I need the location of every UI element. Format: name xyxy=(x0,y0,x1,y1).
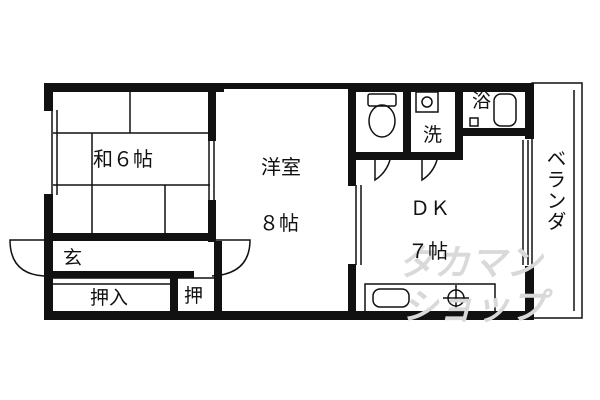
entrance-porch-left xyxy=(9,239,45,277)
stove-icon xyxy=(443,285,469,311)
door-swing-washroom xyxy=(421,159,438,182)
window-sashes xyxy=(51,110,529,265)
room-label-closet-large: 押入 xyxy=(90,287,129,309)
door-swing-toilet xyxy=(374,159,391,182)
room-label-bath: 浴 xyxy=(472,90,492,112)
room-label-youshitsu: 洋室 xyxy=(261,155,301,179)
room-label-dk: ＤＫ xyxy=(410,196,450,220)
room-label-washitsu: 和６帖 xyxy=(93,147,153,171)
room-size-dk: ７帖 xyxy=(408,239,448,263)
walls xyxy=(44,83,534,320)
toilet-icon xyxy=(367,93,397,138)
room-size-youshitsu: ８帖 xyxy=(259,211,299,235)
room-label-balcony: ベランダ xyxy=(543,148,567,232)
watermark-line2: ショップ xyxy=(402,287,547,328)
tatami-mats xyxy=(53,92,210,233)
bath-drain-icon xyxy=(469,117,479,127)
room-label-entrance: 玄 xyxy=(63,247,83,269)
washer-icon xyxy=(415,91,439,113)
room-label-washer: 洗 xyxy=(423,124,443,146)
room-label-closet-small: 押 xyxy=(184,285,204,307)
kitchen-sink-icon xyxy=(372,288,410,308)
balcony-outline xyxy=(531,82,583,319)
watermark-line1: タカマン xyxy=(398,243,543,284)
bathtub-icon xyxy=(493,93,517,127)
